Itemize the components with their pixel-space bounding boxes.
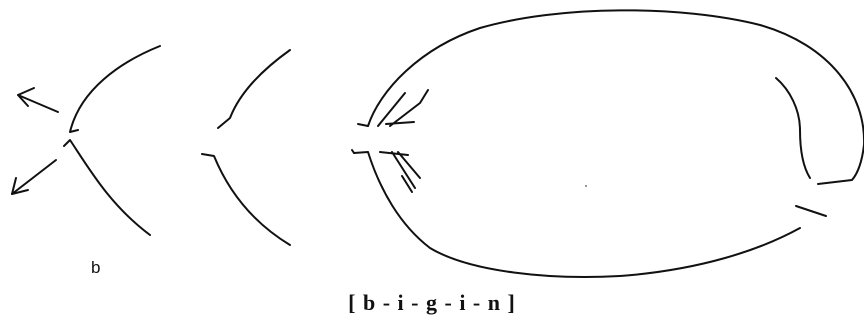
- shape-g-in-contour: [352, 10, 864, 277]
- contour-left-tick-lower: [352, 150, 354, 153]
- contour-lower: [354, 152, 800, 277]
- contour-left-tick-upper: [358, 124, 368, 126]
- contour-lower-tip: [796, 206, 826, 216]
- shape-i-upper-arc: [218, 50, 290, 128]
- sound-label: b: [91, 258, 100, 278]
- shape-i-arcs: [202, 50, 290, 245]
- shape-b-open: [64, 46, 160, 235]
- phonetic-caption: [ b - i - g - i - n ]: [0, 290, 864, 316]
- shape-b-lower-arc: [64, 140, 150, 235]
- tongue-lower-lines: [380, 152, 420, 192]
- contour-upper: [368, 10, 864, 184]
- contour-inner-right-curve: [776, 78, 810, 178]
- arrow-down-left-icon: [12, 160, 56, 194]
- arrow-up-left-icon: [18, 88, 58, 112]
- shape-i-lower-arc: [202, 154, 290, 245]
- shape-b-upper-arc: [70, 46, 160, 132]
- stray-dot: [585, 185, 587, 187]
- tongue-upper-lines: [378, 90, 428, 126]
